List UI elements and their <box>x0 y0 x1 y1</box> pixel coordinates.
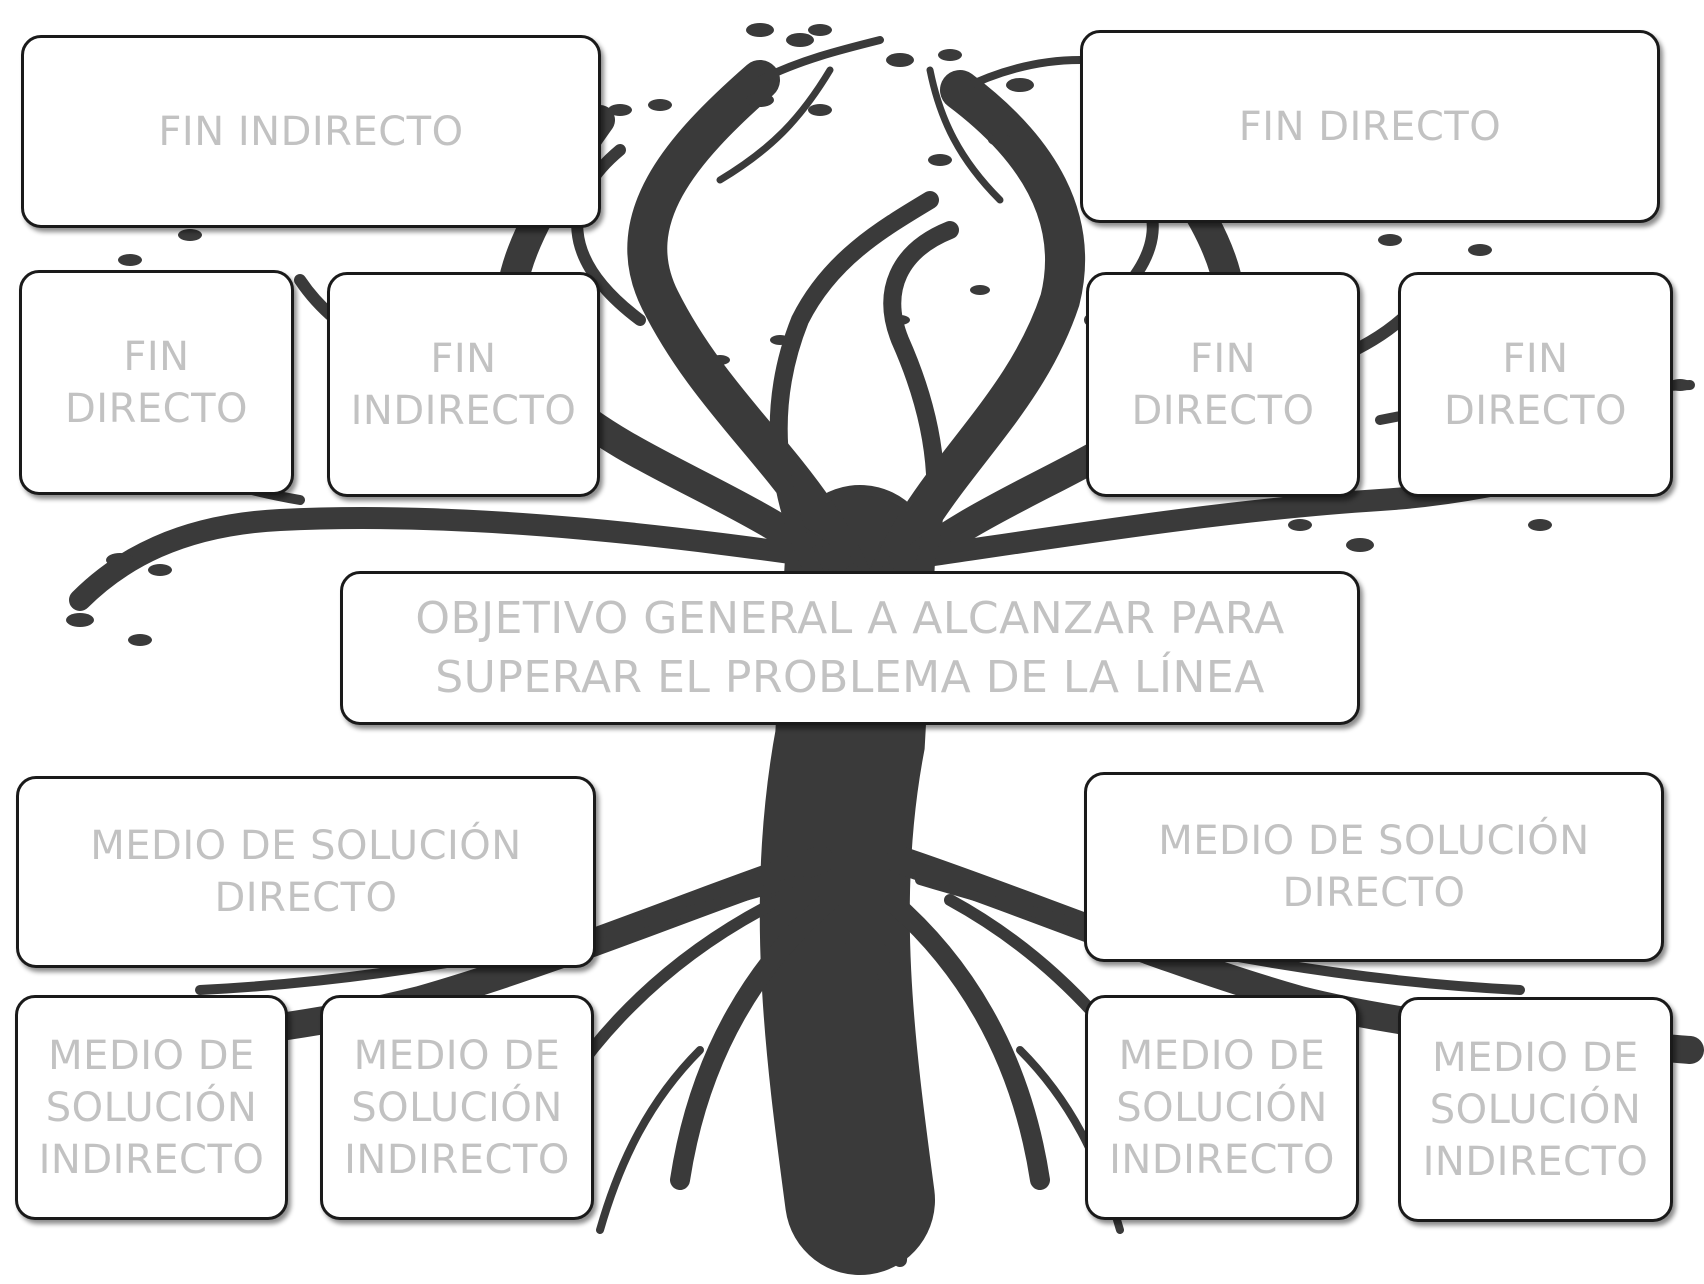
objective-label: OBJETIVO GENERAL A ALCANZAR PARA SUPERAR… <box>415 592 1285 703</box>
box-label: MEDIO DE SOLUCIÓN DIRECTO <box>1158 818 1590 916</box>
direct-means-left: MEDIO DE SOLUCIÓN DIRECTO <box>16 776 596 968</box>
box-label: FIN INDIRECTO <box>158 108 464 155</box>
direct-means-right: MEDIO DE SOLUCIÓN DIRECTO <box>1084 772 1664 962</box>
direct-end-right-2: FIN DIRECTO <box>1398 272 1673 497</box>
indirect-means-1: MEDIO DE SOLUCIÓN INDIRECTO <box>15 995 288 1220</box>
direct-end-left-1: FIN DIRECTO <box>19 270 294 495</box>
indirect-end-top-left: FIN INDIRECTO <box>21 35 601 228</box>
indirect-means-4: MEDIO DE SOLUCIÓN INDIRECTO <box>1398 997 1673 1222</box>
direct-end-top-right: FIN DIRECTO <box>1080 30 1660 223</box>
box-label: MEDIO DE SOLUCIÓN INDIRECTO <box>344 1032 570 1183</box>
direct-end-right-1: FIN DIRECTO <box>1086 272 1360 497</box>
indirect-means-3: MEDIO DE SOLUCIÓN INDIRECTO <box>1085 995 1359 1220</box>
box-label: FIN DIRECTO <box>1131 335 1315 434</box>
box-label: FIN DIRECTO <box>1443 335 1627 434</box>
box-label: MEDIO DE SOLUCIÓN INDIRECTO <box>1422 1034 1649 1185</box>
box-label: FIN DIRECTO <box>64 333 248 432</box>
indirect-end-left-2: FIN INDIRECTO <box>327 272 600 497</box>
general-objective: OBJETIVO GENERAL A ALCANZAR PARA SUPERAR… <box>340 571 1360 725</box>
box-label: MEDIO DE SOLUCIÓN INDIRECTO <box>1109 1032 1335 1183</box>
box-label: MEDIO DE SOLUCIÓN INDIRECTO <box>38 1032 265 1183</box>
box-label: FIN INDIRECTO <box>350 335 577 434</box>
box-label: MEDIO DE SOLUCIÓN DIRECTO <box>90 823 522 921</box>
indirect-means-2: MEDIO DE SOLUCIÓN INDIRECTO <box>320 995 594 1220</box>
box-label: FIN DIRECTO <box>1238 103 1502 150</box>
